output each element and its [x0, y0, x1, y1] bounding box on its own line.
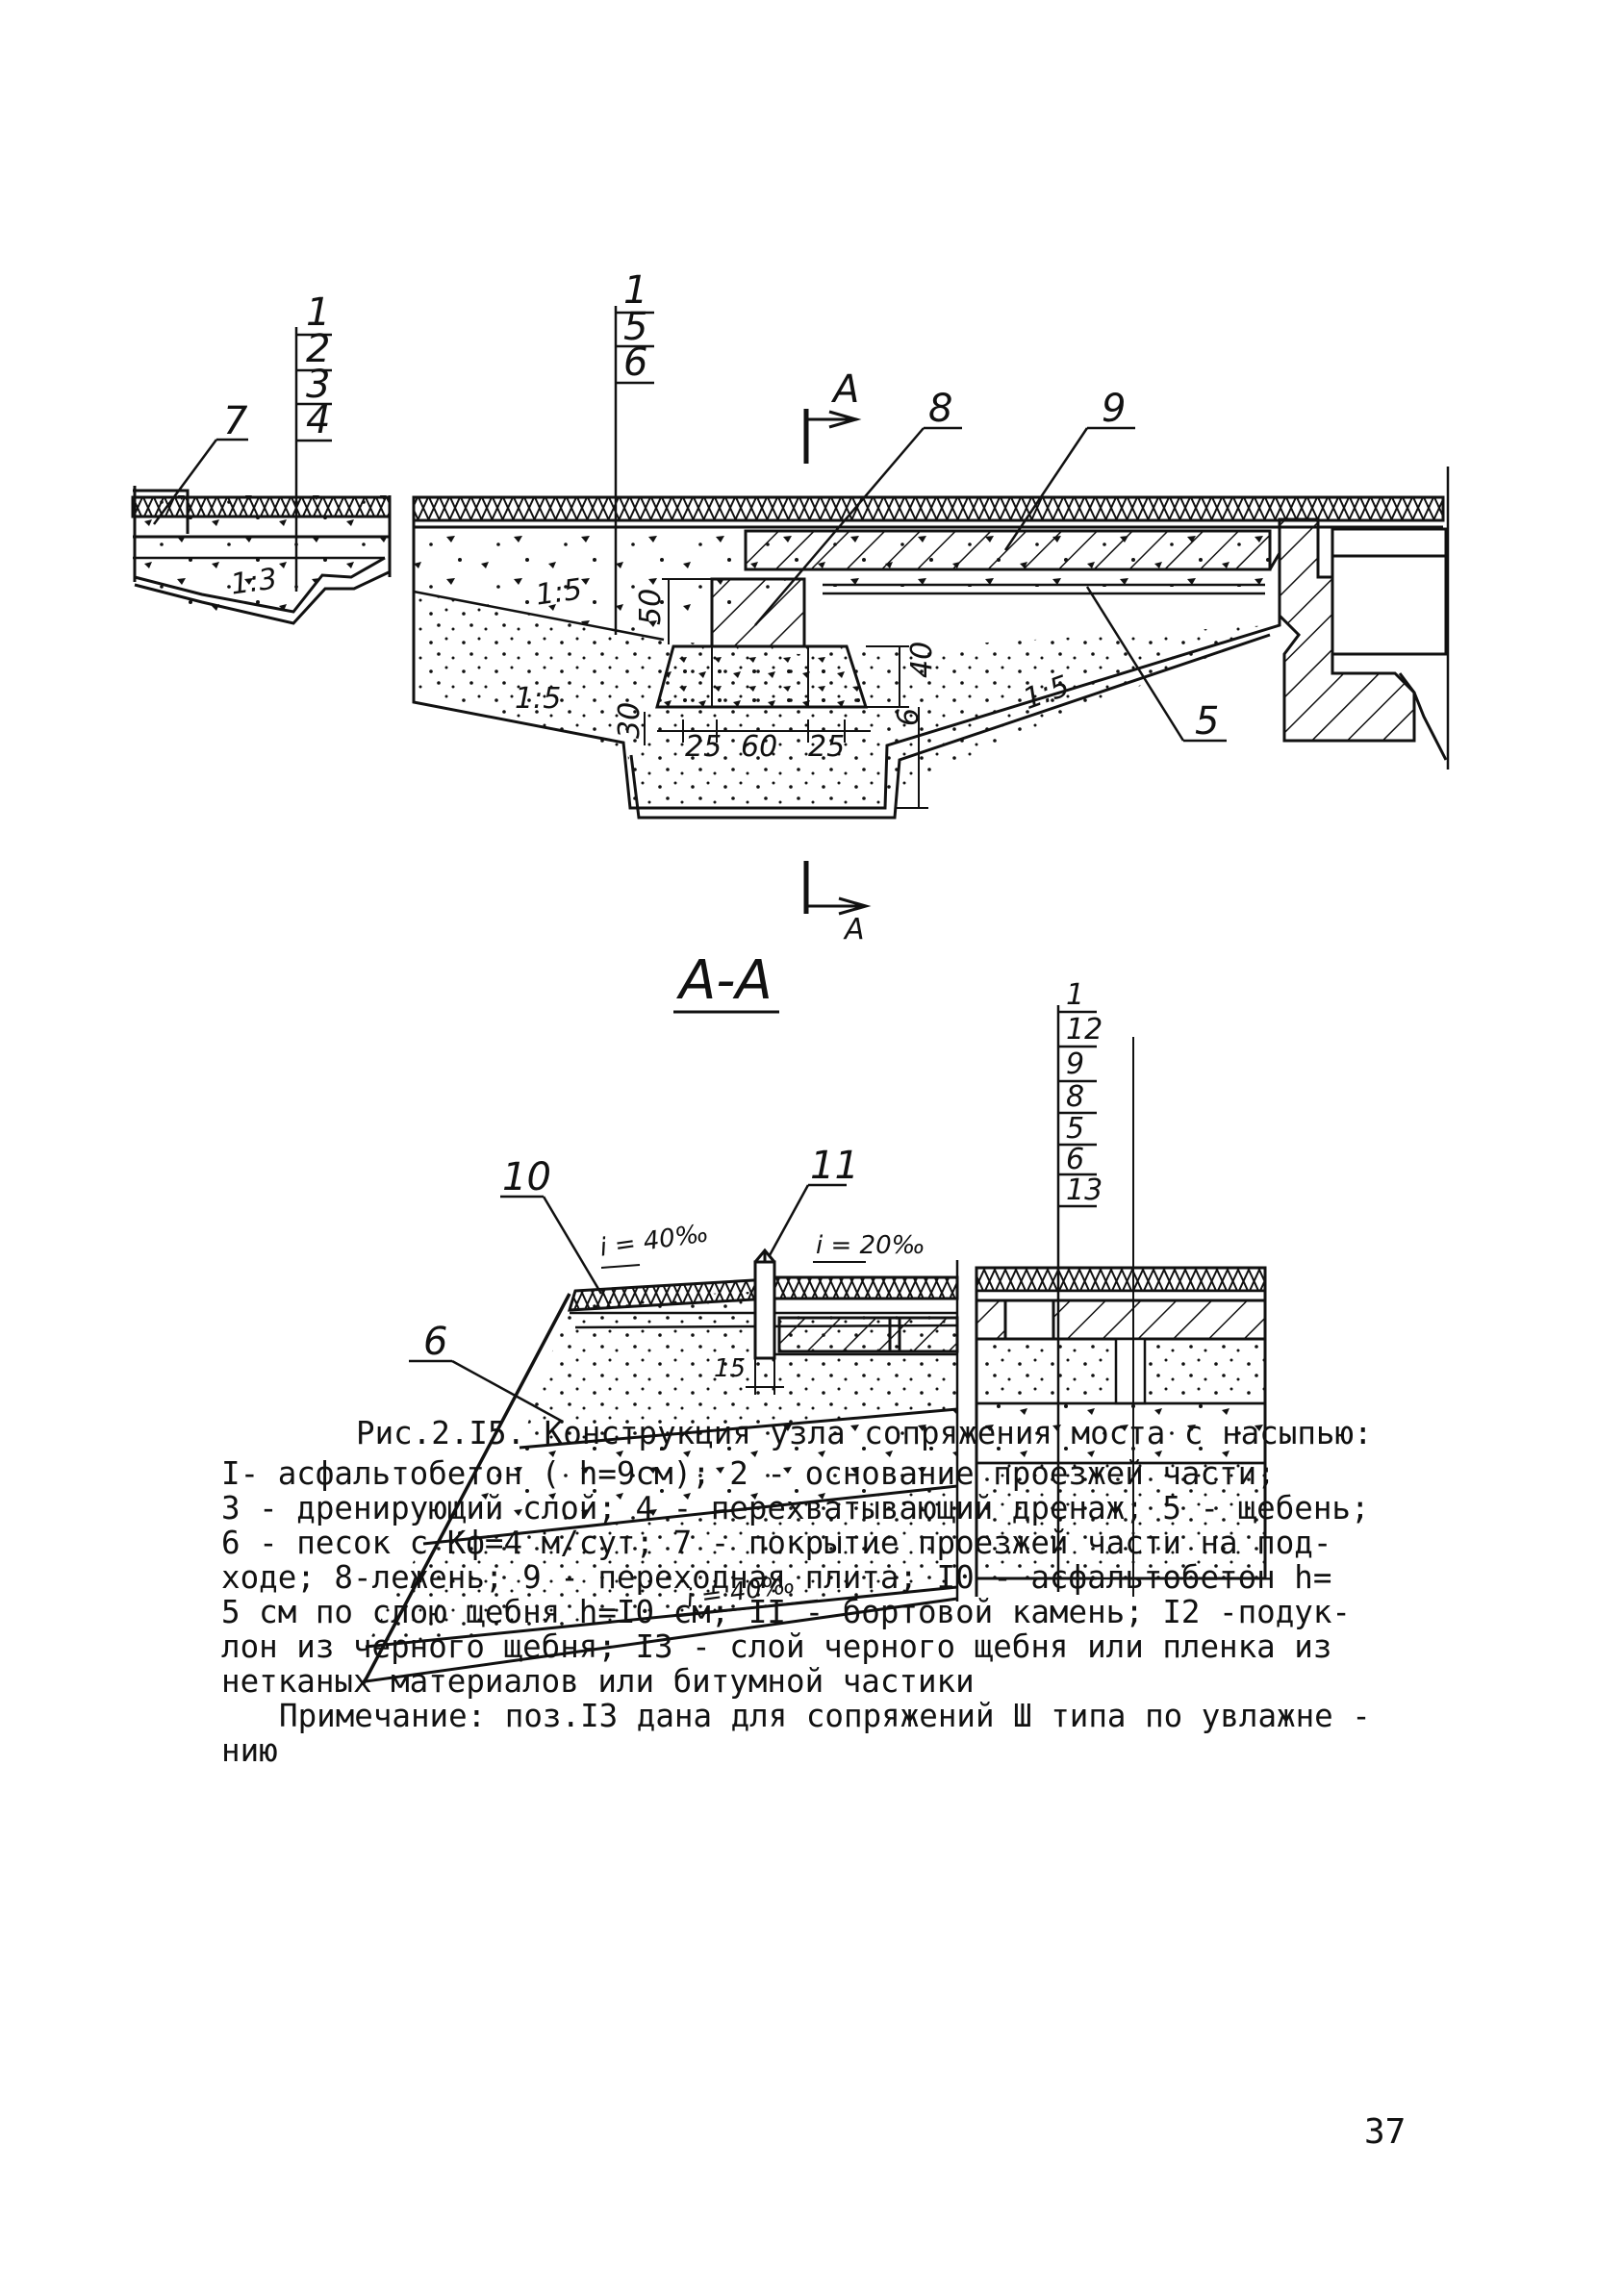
label-9: 9	[1102, 387, 1127, 431]
section-mark-top: A	[833, 367, 860, 412]
dim-25-left: 25	[685, 730, 722, 764]
label-6-mid: 6	[623, 341, 648, 385]
sec-label-6: 6	[1066, 1143, 1085, 1176]
figure-caption: Рис.2.I5. Конструкция узла сопряжения мо…	[221, 1416, 1414, 1768]
caption-note: Примечание: поз.I3 дана для сопряжений Ш…	[279, 1698, 1371, 1734]
caption-note-cont: нию	[221, 1732, 278, 1769]
dim-6: 6	[892, 707, 925, 726]
page-number: 37	[1364, 2112, 1407, 2152]
label-8: 8	[928, 387, 953, 431]
sec-label-12: 12	[1066, 1013, 1103, 1047]
sec-label-9: 9	[1066, 1047, 1085, 1081]
caption-line-5: 5 см по слою щебня h=I0 см; II - бортово…	[221, 1594, 1351, 1630]
section-title: А-А	[679, 949, 773, 1012]
dim-40: 40	[905, 641, 939, 678]
slope-i20: i = 20‰	[816, 1231, 925, 1260]
label-2: 2	[306, 327, 331, 371]
caption-line-3: 6 - песок с Кф=4 м/сут; 7 - покрытие про…	[221, 1525, 1332, 1561]
slope-1-3: 1:3	[228, 562, 280, 602]
caption-line-4: ходе; 8-лежень; 9 - переходная плита; I0…	[221, 1559, 1332, 1596]
label-3: 3	[306, 363, 331, 407]
label-7: 7	[223, 399, 248, 443]
caption-title: Рис.2.I5. Конструкция узла сопряжения мо…	[356, 1415, 1373, 1451]
sec-label-5: 5	[1066, 1112, 1085, 1146]
sec-label-13: 13	[1066, 1173, 1103, 1207]
slope-1-5-a: 1:5	[533, 572, 585, 613]
caption-line-1: I- асфальтобетон ( h=9см); 2 - основание…	[221, 1455, 1276, 1492]
dim-60: 60	[741, 730, 778, 764]
slope-1-5-b: 1:5	[515, 682, 562, 716]
sec-label-1: 1	[1066, 978, 1085, 1012]
section-aa	[362, 1005, 1267, 1684]
label-5-mid: 5	[623, 305, 648, 349]
dim-15: 15	[714, 1354, 747, 1383]
section-mark-bottom: A	[845, 913, 865, 946]
sec-label-11: 11	[810, 1144, 859, 1188]
approach-section-left	[131, 327, 392, 625]
label-4: 4	[306, 398, 331, 442]
main-profile	[412, 306, 1450, 916]
label-1-left: 1	[306, 290, 331, 335]
caption-line-7: нетканых материалов или битумной частики	[221, 1663, 975, 1700]
dim-30: 30	[613, 701, 646, 739]
dim-25-right: 25	[808, 730, 846, 764]
caption-line-6: лон из черного щебня; I3 - слой черного …	[221, 1628, 1332, 1665]
sec-label-10: 10	[502, 1155, 551, 1199]
dim-50: 50	[634, 588, 668, 625]
sec-label-8: 8	[1066, 1080, 1085, 1114]
caption-line-2: 3 - дренирующий слой; 4 - перехватывающи…	[221, 1490, 1370, 1526]
label-5-right: 5	[1195, 699, 1220, 744]
label-1-mid: 1	[623, 268, 648, 313]
sec-label-6-left: 6	[423, 1320, 448, 1364]
